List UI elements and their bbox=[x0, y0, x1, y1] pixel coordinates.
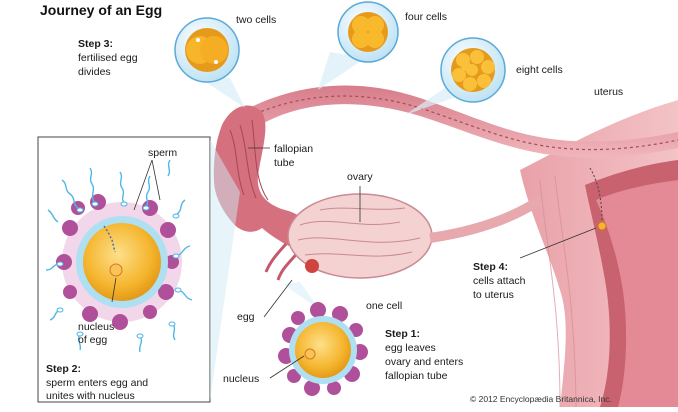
label-sperm: sperm bbox=[148, 147, 177, 159]
step2-line2: unites with nucleus bbox=[46, 390, 135, 402]
fallopian-tube-illustration bbox=[245, 85, 678, 158]
step4-line2: to uterus bbox=[473, 289, 514, 301]
step4-line1: cells attach bbox=[473, 275, 526, 287]
step3-line1: fertilised egg bbox=[78, 52, 138, 64]
leader-lines bbox=[111, 147, 597, 379]
label-nucleus-of: nucleus bbox=[78, 321, 114, 333]
two-cells-bubble bbox=[174, 17, 245, 108]
label-uterus: uterus bbox=[594, 86, 623, 98]
step3-heading: Step 3: bbox=[78, 38, 113, 50]
eight-cells-bubble bbox=[405, 37, 506, 115]
label-four-cells: four cells bbox=[405, 11, 447, 23]
step2-heading: Step 2: bbox=[46, 363, 81, 375]
diagram-title: Journey of an Egg bbox=[40, 2, 162, 18]
fertilised-egg-illustration bbox=[56, 194, 182, 330]
one-cell-egg bbox=[278, 282, 368, 396]
ovary-illustration bbox=[287, 193, 543, 279]
label-of-egg: of egg bbox=[78, 334, 107, 346]
step1-line2: ovary and enters bbox=[385, 356, 463, 368]
uterus-illustration bbox=[520, 100, 678, 408]
step1-line3: fallopian tube bbox=[385, 370, 448, 382]
step3-line2: divides bbox=[78, 66, 111, 78]
label-eight-cells: eight cells bbox=[516, 64, 563, 76]
label-two-cells: two cells bbox=[236, 14, 276, 26]
inset-zoom-wedge bbox=[210, 140, 240, 400]
label-fallopian: fallopian bbox=[274, 143, 313, 155]
label-tube: tube bbox=[274, 157, 295, 169]
label-one-cell: one cell bbox=[366, 300, 402, 312]
step4-heading: Step 4: bbox=[473, 261, 508, 273]
implanted-cells bbox=[597, 221, 607, 231]
label-ovary: ovary bbox=[347, 171, 373, 183]
label-nucleus: nucleus bbox=[223, 373, 259, 385]
step1-line1: egg leaves bbox=[385, 342, 436, 354]
sperm-heads bbox=[56, 201, 182, 339]
copyright-notice: © 2012 Encyclopædia Britannica, Inc. bbox=[470, 394, 612, 404]
step1-heading: Step 1: bbox=[385, 328, 420, 340]
step2-line1: sperm enters egg and bbox=[46, 377, 148, 389]
four-cells-bubble bbox=[318, 1, 399, 90]
label-egg: egg bbox=[237, 311, 255, 323]
